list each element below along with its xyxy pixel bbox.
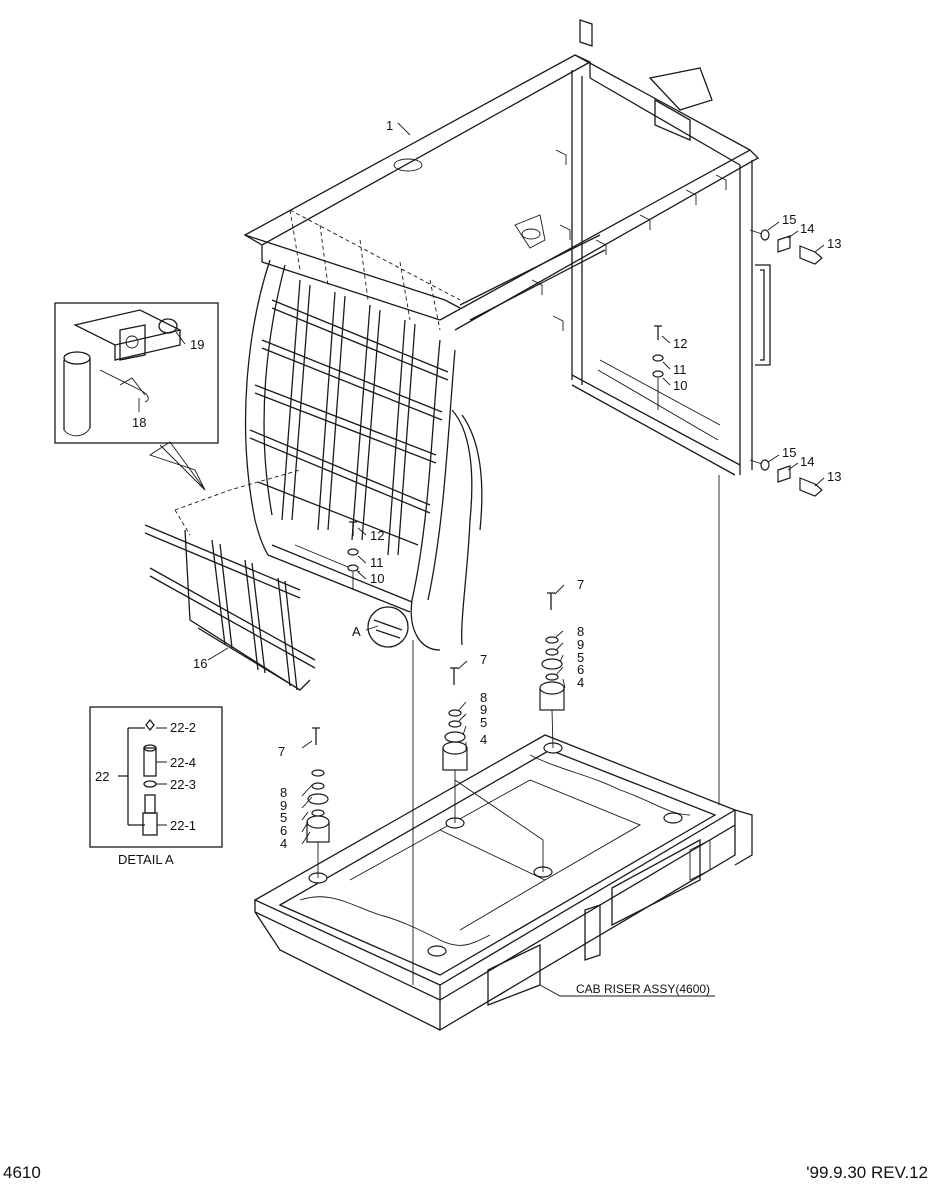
detail-a-circle: [367, 606, 409, 648]
callout-5-right: 5: [577, 650, 584, 665]
revision-stamp: '99.9.30 REV.12: [806, 1163, 928, 1182]
lower-guard: [144, 469, 316, 691]
callout-22-1: 22-1: [170, 818, 196, 833]
callout-4-left: 4: [280, 836, 287, 851]
callout-4-right: 4: [577, 675, 584, 690]
callout-22-4: 22-4: [170, 755, 196, 770]
cab-riser-base: [253, 734, 753, 1032]
callout-22-3: 22-3: [170, 777, 196, 792]
callout-11-center: 11: [370, 555, 384, 570]
callout-1: 1: [386, 118, 393, 133]
callout-8-center: 8: [480, 690, 487, 705]
callout-10-right: 10: [673, 378, 687, 393]
callout-7-center: 7: [480, 652, 487, 667]
callout-12-center: 12: [370, 528, 384, 543]
mount-stack-center: [442, 667, 544, 872]
callout-15-lower: 15: [782, 445, 796, 460]
detail-a-box: [89, 706, 223, 848]
callout-18: 18: [132, 415, 146, 430]
callout-22-2: 22-2: [170, 720, 196, 735]
callout-14-upper: 14: [800, 221, 814, 236]
leader-lines: [138, 122, 825, 997]
bolt-set-lower: [749, 459, 823, 497]
callout-13-upper: 13: [827, 236, 841, 251]
callout-9-right: 9: [577, 637, 584, 652]
callout-5-left: 5: [280, 810, 287, 825]
callout-6-right: 6: [577, 662, 584, 677]
callout-5-center: 5: [480, 715, 487, 730]
callout-10-center: 10: [370, 571, 384, 586]
callouts: 1 19 18 16 A 12 11 10 12 11 10 15 14 13 …: [95, 118, 841, 996]
detail-arrow: [148, 441, 206, 491]
callout-detail-a: A: [352, 624, 361, 639]
mount-stack-left: [306, 727, 330, 878]
callout-6-left: 6: [280, 823, 287, 838]
callout-19: 19: [190, 337, 204, 352]
callout-9-center: 9: [480, 702, 487, 717]
callout-13-lower: 13: [827, 469, 841, 484]
bolt-stack-center: [347, 521, 359, 590]
riser-label: CAB RISER ASSY(4600): [576, 982, 710, 996]
callout-9-left: 9: [280, 798, 287, 813]
callout-12-right: 12: [673, 336, 687, 351]
callout-22: 22: [95, 769, 109, 784]
callout-7-left: 7: [278, 744, 285, 759]
cab-frame: [243, 19, 771, 476]
front-guard: [244, 259, 483, 651]
callout-4-center: 4: [480, 732, 487, 747]
bolt-stack-right: [652, 325, 664, 410]
bolt-set-upper: [749, 229, 823, 265]
callout-8-left: 8: [280, 785, 287, 800]
callout-11-right: 11: [673, 362, 687, 377]
detail-a-title: DETAIL A: [118, 852, 174, 867]
callout-15-upper: 15: [782, 212, 796, 227]
page-number: 4610: [3, 1163, 41, 1182]
callout-16: 16: [193, 656, 207, 671]
callout-7-right: 7: [577, 577, 584, 592]
callout-8-right: 8: [577, 624, 584, 639]
callout-14-lower: 14: [800, 454, 814, 469]
pin-detail-box: [54, 302, 219, 444]
mount-stack-right: [539, 592, 565, 749]
